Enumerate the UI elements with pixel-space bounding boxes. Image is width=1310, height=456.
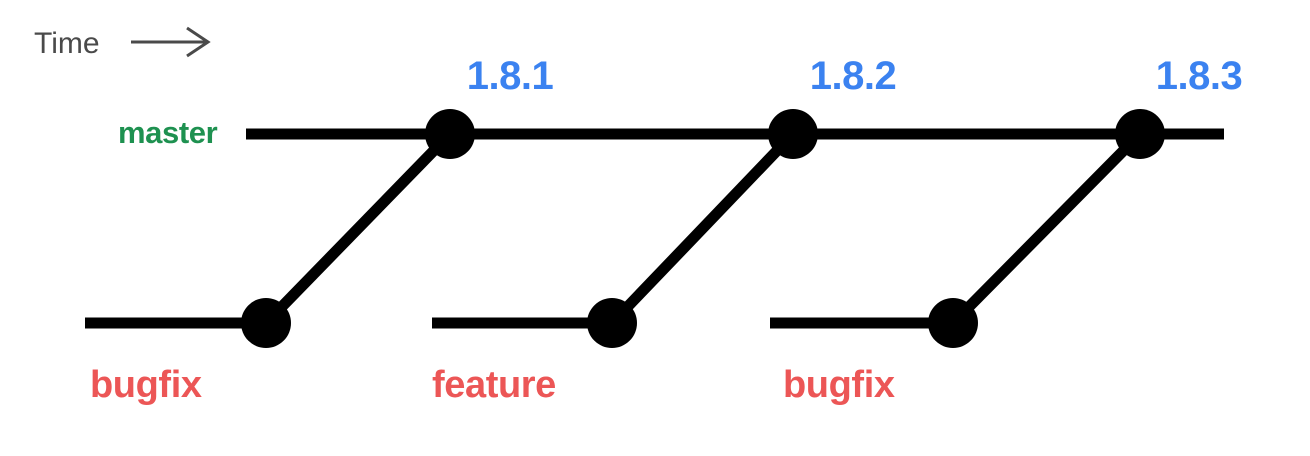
version-tag-1: 1.8.1 — [467, 54, 554, 98]
topic-commit-node-3[interactable] — [928, 298, 978, 348]
branch-label-bugfix-1: bugfix — [90, 364, 202, 406]
merge-commit-node-1[interactable] — [425, 109, 475, 159]
merge-edge-2 — [606, 128, 799, 329]
merge-edge-1 — [260, 128, 456, 329]
merge-commit-node-2[interactable] — [768, 109, 818, 159]
topic-commit-node-1[interactable] — [241, 298, 291, 348]
right-arrow-icon — [131, 26, 211, 58]
branch-label-feature: feature — [432, 364, 556, 406]
merge-edge-3 — [947, 128, 1146, 329]
merge-commit-node-3[interactable] — [1115, 109, 1165, 159]
time-axis-label: Time — [34, 27, 100, 60]
branch-label-master: master — [118, 115, 218, 150]
version-tag-3: 1.8.3 — [1156, 54, 1242, 98]
topic-commit-node-2[interactable] — [587, 298, 637, 348]
version-tag-2: 1.8.2 — [810, 54, 896, 98]
branch-label-bugfix-2: bugfix — [783, 364, 895, 406]
